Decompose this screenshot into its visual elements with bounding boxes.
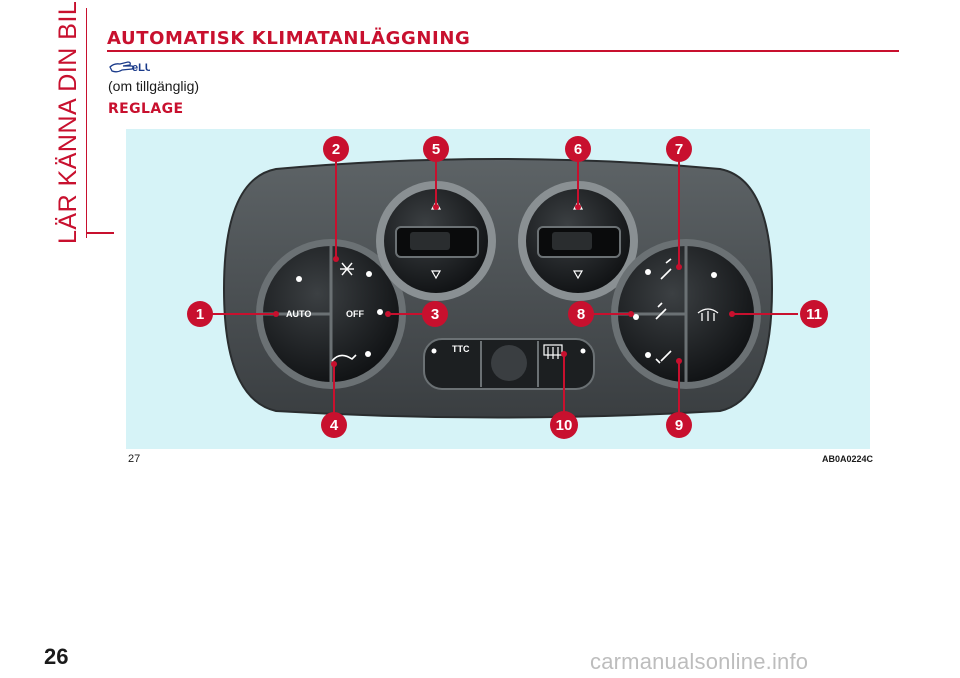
svg-text:7: 7 bbox=[675, 141, 683, 158]
callout-8: 8 bbox=[568, 301, 594, 327]
watermark: carmanualsonline.info bbox=[590, 649, 809, 674]
callout-1: 1 bbox=[187, 301, 213, 327]
off-button-label: OFF bbox=[346, 309, 364, 319]
svg-text:1: 1 bbox=[196, 306, 204, 323]
vent-left bbox=[376, 181, 496, 301]
side-title: LÄR KÄNNA DIN BIL bbox=[54, 0, 82, 244]
rear-defrost-icon bbox=[543, 344, 563, 359]
section-heading: AUTOMATISK KLIMATANLÄGGNING bbox=[107, 28, 471, 49]
auto-button-label: AUTO bbox=[286, 309, 311, 319]
airflow-face-icon bbox=[655, 302, 667, 320]
svg-text:3: 3 bbox=[431, 306, 439, 323]
recirculation-icon bbox=[331, 354, 357, 362]
callout-10: 10 bbox=[550, 411, 578, 439]
svg-text:6: 6 bbox=[574, 141, 582, 158]
right-control-dial bbox=[611, 239, 761, 389]
callout-3: 3 bbox=[422, 301, 448, 327]
figure-number: 27 bbox=[128, 453, 141, 465]
callout-5: 5 bbox=[423, 136, 449, 162]
svg-text:2: 2 bbox=[332, 141, 340, 158]
airflow-up-icon bbox=[660, 258, 672, 280]
svg-text:eLUM: eLUM bbox=[132, 62, 150, 74]
vent-down-icon bbox=[572, 270, 584, 280]
svg-text:9: 9 bbox=[675, 417, 683, 434]
ttc-button-label: TTC bbox=[452, 344, 470, 354]
page-number: 26 bbox=[44, 644, 69, 669]
svg-text:5: 5 bbox=[432, 141, 440, 158]
heading-rule bbox=[107, 50, 899, 52]
side-rule bbox=[86, 8, 87, 238]
snowflake-icon bbox=[340, 262, 354, 276]
airflow-feet-icon bbox=[655, 350, 672, 364]
vent-down-icon bbox=[430, 270, 442, 280]
callout-7: 7 bbox=[666, 136, 692, 162]
availability-note: (om tillgänglig) bbox=[108, 78, 200, 94]
left-control-dial: AUTO OFF bbox=[256, 239, 406, 389]
svg-text:8: 8 bbox=[577, 306, 585, 323]
bottom-button-strip: TTC bbox=[423, 338, 595, 390]
callout-4: 4 bbox=[321, 412, 347, 438]
side-rule-bottom bbox=[86, 232, 114, 234]
callout-11: 11 bbox=[800, 300, 828, 328]
svg-text:10: 10 bbox=[556, 417, 573, 434]
defrost-window-icon bbox=[697, 308, 719, 321]
climate-panel-illustration: AUTO OFF bbox=[187, 136, 828, 439]
climate-control-figure: AUTO OFF bbox=[126, 129, 870, 449]
callout-9: 9 bbox=[666, 412, 692, 438]
svg-text:11: 11 bbox=[806, 306, 822, 323]
subheading: REGLAGE bbox=[108, 101, 184, 117]
callout-arrowheads bbox=[273, 204, 735, 367]
svg-text:4: 4 bbox=[330, 417, 339, 434]
hand-pointing-icon: eLUM bbox=[109, 61, 150, 74]
callout-2: 2 bbox=[323, 136, 349, 162]
callout-6: 6 bbox=[565, 136, 591, 162]
vent-right bbox=[518, 181, 638, 301]
figure-code: AB0A0224C bbox=[822, 454, 874, 464]
